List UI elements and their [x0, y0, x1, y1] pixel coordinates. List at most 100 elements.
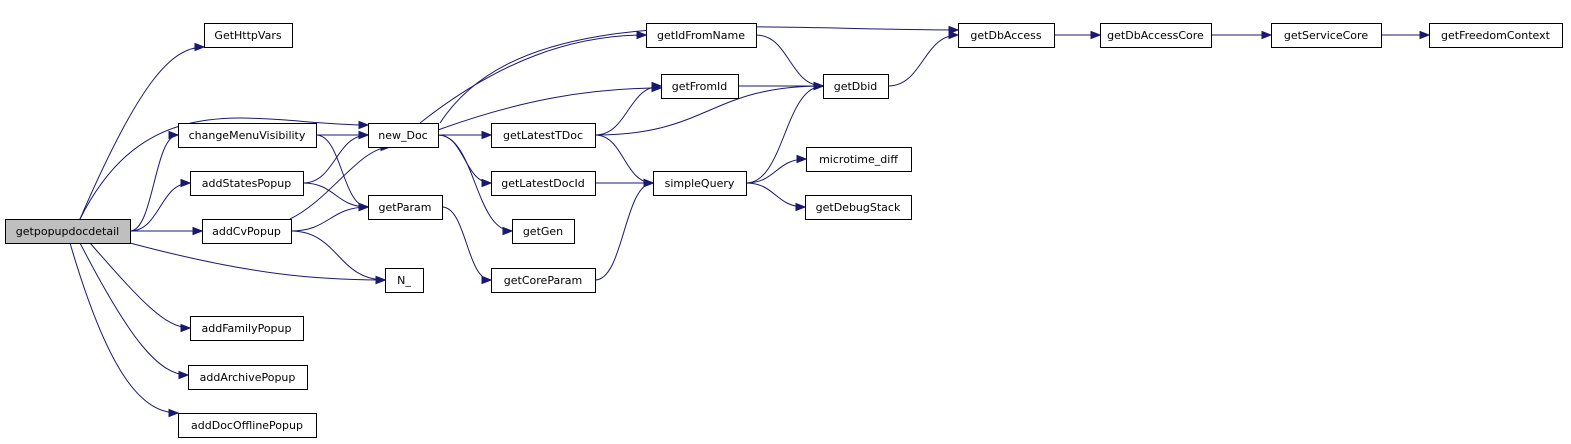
edge-getpopupdocdetail-to-addArchivePopup	[79, 242, 189, 376]
node-getServiceCore[interactable]: getServiceCore	[1271, 23, 1382, 48]
node-box	[1100, 23, 1212, 48]
node-box	[202, 219, 292, 244]
node-box	[491, 123, 596, 148]
node-getDbAccess[interactable]: getDbAccess	[958, 23, 1055, 48]
node-getParam[interactable]: getParam	[368, 195, 443, 220]
edge-addCvPopup-to-getParam	[290, 206, 369, 232]
node-getLatestDocId[interactable]: getLatestDocId	[491, 171, 596, 196]
node-box	[1429, 23, 1563, 48]
node-label: getFromId	[672, 80, 728, 93]
node-box	[646, 23, 757, 48]
node-getDbAccessCore[interactable]: getDbAccessCore	[1100, 23, 1212, 48]
edge-getLatestTDoc-to-getFromId	[594, 85, 662, 136]
node-box	[190, 316, 304, 341]
node-label: new_Doc	[378, 129, 427, 142]
node-box	[5, 219, 131, 244]
node-label: getDbAccess	[970, 29, 1041, 42]
edges-layer	[69, 25, 1431, 418]
node-label: simpleQuery	[665, 177, 735, 190]
node-box	[204, 23, 293, 48]
node-changeMenuVisibility[interactable]: changeMenuVisibility	[178, 123, 317, 148]
arrowhead-getDbid-to-getDbAccess	[948, 30, 960, 40]
node-addStatesPopup[interactable]: addStatesPopup	[190, 171, 304, 196]
arrowhead-getDbAccessCore-to-getServiceCore	[1261, 30, 1273, 40]
node-box	[661, 74, 739, 99]
node-label: getDbid	[834, 80, 878, 93]
edge-new_Doc-to-getFromId	[437, 87, 662, 131]
node-addCvPopup[interactable]: addCvPopup	[202, 219, 292, 244]
node-N_[interactable]: N_	[385, 268, 424, 293]
node-GetHttpVars[interactable]: GetHttpVars	[204, 23, 293, 48]
node-getGen[interactable]: getGen	[512, 219, 575, 244]
edge-getLatestTDoc-to-getDbid	[594, 85, 824, 136]
node-getDbid[interactable]: getDbid	[823, 74, 889, 99]
node-addDocOfflinePopup[interactable]: addDocOfflinePopup	[178, 413, 317, 438]
edge-getpopupdocdetail-to-changeMenuVisibility	[129, 134, 179, 232]
edge-getpopupdocdetail-to-addStatesPopup	[129, 182, 191, 232]
arrowhead-new_Doc-to-getLatestDocId	[481, 178, 493, 188]
node-box	[368, 123, 439, 148]
nodes-layer: getpopupdocdetail GetHttpVars changeMenuVi…	[5, 23, 1563, 438]
node-label: changeMenuVisibility	[189, 129, 306, 142]
node-label: microtime_diff	[819, 153, 898, 166]
edge-getLatestTDoc-to-simpleQuery	[594, 134, 654, 184]
node-label: N_	[397, 274, 411, 287]
node-getFreedomContext[interactable]: getFreedomContext	[1429, 23, 1563, 48]
node-new_Doc[interactable]: new_Doc	[368, 123, 439, 148]
edge-new_Doc-to-getIdFromName	[419, 34, 647, 124]
node-getLatestTDoc[interactable]: getLatestTDoc	[491, 123, 596, 148]
edge-addCvPopup-to-new_Doc	[289, 146, 391, 220]
node-addFamilyPopup[interactable]: addFamilyPopup	[190, 316, 304, 341]
arrowhead-simpleQuery-to-microtime_diff	[796, 154, 808, 164]
arrowhead-addCvPopup-to-N_	[375, 275, 387, 285]
node-label: addDocOfflinePopup	[191, 419, 303, 432]
node-box	[178, 413, 317, 438]
arrowhead-getpopupdocdetail-to-GetHttpVars	[194, 42, 206, 52]
node-box	[958, 23, 1055, 48]
arrowhead-getpopupdocdetail-to-addDocOfflinePopup	[168, 408, 180, 418]
node-simpleQuery[interactable]: simpleQuery	[653, 171, 747, 196]
node-label: getDbAccessCore	[1107, 29, 1204, 42]
edge-getParam-to-getCoreParam	[441, 206, 492, 281]
node-addArchivePopup[interactable]: addArchivePopup	[188, 365, 308, 390]
arrowhead-addStatesPopup-to-new_Doc	[358, 130, 370, 140]
node-getCoreParam[interactable]: getCoreParam	[491, 268, 596, 293]
node-label: getpopupdocdetail	[16, 225, 119, 238]
node-microtime_diff[interactable]: microtime_diff	[806, 147, 912, 172]
arrowhead-getCoreParam-to-simpleQuery	[643, 178, 655, 188]
arrowhead-simpleQuery-to-getDbid	[813, 81, 825, 91]
arrowhead-getpopupdocdetail-to-addFamilyPopup	[180, 323, 192, 333]
node-box	[806, 147, 912, 172]
node-box	[178, 123, 317, 148]
node-label: addArchivePopup	[200, 371, 296, 384]
node-box	[512, 219, 575, 244]
node-getpopupdocdetail[interactable]: getpopupdocdetail	[5, 219, 131, 244]
edge-getpopupdocdetail-to-GetHttpVars	[79, 46, 205, 220]
node-label: getGen	[523, 225, 563, 238]
edge-new_Doc-to-getGen	[437, 134, 513, 232]
edge-getpopupdocdetail-to-addDocOfflinePopup	[69, 242, 179, 414]
edge-changeMenuVisibility-to-getParam	[315, 134, 369, 208]
node-box	[491, 268, 596, 293]
node-label: GetHttpVars	[214, 29, 281, 42]
node-getIdFromName[interactable]: getIdFromName	[646, 23, 757, 48]
node-box	[385, 268, 424, 293]
node-box	[805, 195, 912, 220]
arrowhead-new_Doc-to-getGen	[502, 226, 514, 236]
node-label: getIdFromName	[657, 29, 745, 42]
arrowhead-getpopupdocdetail-to-changeMenuVisibility	[168, 130, 180, 140]
node-label: addFamilyPopup	[201, 322, 291, 335]
arrowhead-simpleQuery-to-getDebugStack	[795, 202, 807, 212]
edge-getIdFromName-to-getDbid	[755, 34, 824, 87]
arrowhead-getpopupdocdetail-to-addStatesPopup	[180, 178, 192, 188]
node-getDebugStack[interactable]: getDebugStack	[805, 195, 912, 220]
edge-getpopupdocdetail-to-N_	[129, 242, 386, 281]
node-getFromId[interactable]: getFromId	[661, 74, 739, 99]
node-label: getServiceCore	[1284, 29, 1368, 42]
edge-addCvPopup-to-N_	[290, 230, 386, 281]
node-label: getLatestTDoc	[503, 129, 583, 142]
arrowhead-getpopupdocdetail-to-new_Doc	[358, 120, 370, 130]
edge-getCoreParam-to-simpleQuery	[594, 182, 654, 281]
arrowhead-new_Doc-to-getLatestTDoc	[481, 130, 493, 140]
